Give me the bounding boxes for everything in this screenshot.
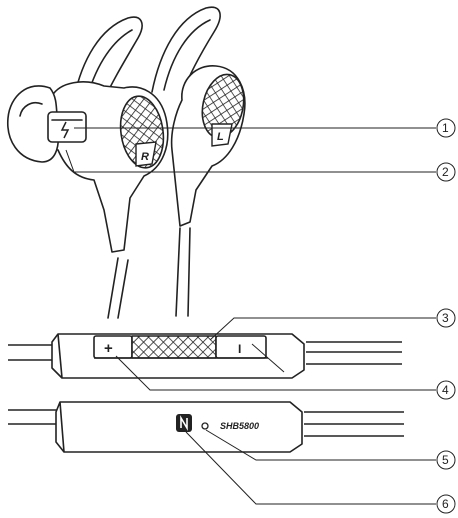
led-indicator [201,422,209,430]
svg-text:3: 3 [442,311,449,325]
earbud-cables [107,227,191,319]
svg-text:5: 5 [442,453,449,467]
svg-text:2: 2 [442,165,449,179]
right-earbud-label: R [141,151,149,163]
right-earbud [7,81,169,253]
remote-control [8,333,402,379]
plus-label: + [104,340,113,357]
svg-text:1: 1 [442,121,449,135]
charge-port-cover [47,111,87,143]
callout-2: 2 [436,162,456,182]
left-earbud [170,65,246,227]
nfc-icon [176,414,192,432]
remote-grille [131,335,217,359]
model-label: SHB5800 [220,421,259,431]
volume-up-button [93,335,133,359]
left-earbud-label: L [217,131,224,143]
right-badge: R [135,141,157,167]
svg-text:6: 6 [442,497,449,511]
callout-4: 4 [436,380,456,400]
callout-1: 1 [436,118,456,138]
svg-text:4: 4 [442,383,449,397]
minus-label: I [238,342,241,356]
charge-icon [60,121,70,139]
callout-5: 5 [436,450,456,470]
left-badge: L [211,123,233,147]
earbuds-illustration [7,6,246,319]
callout-lines [65,127,436,505]
callout-6: 6 [436,494,456,514]
callout-3: 3 [436,308,456,328]
